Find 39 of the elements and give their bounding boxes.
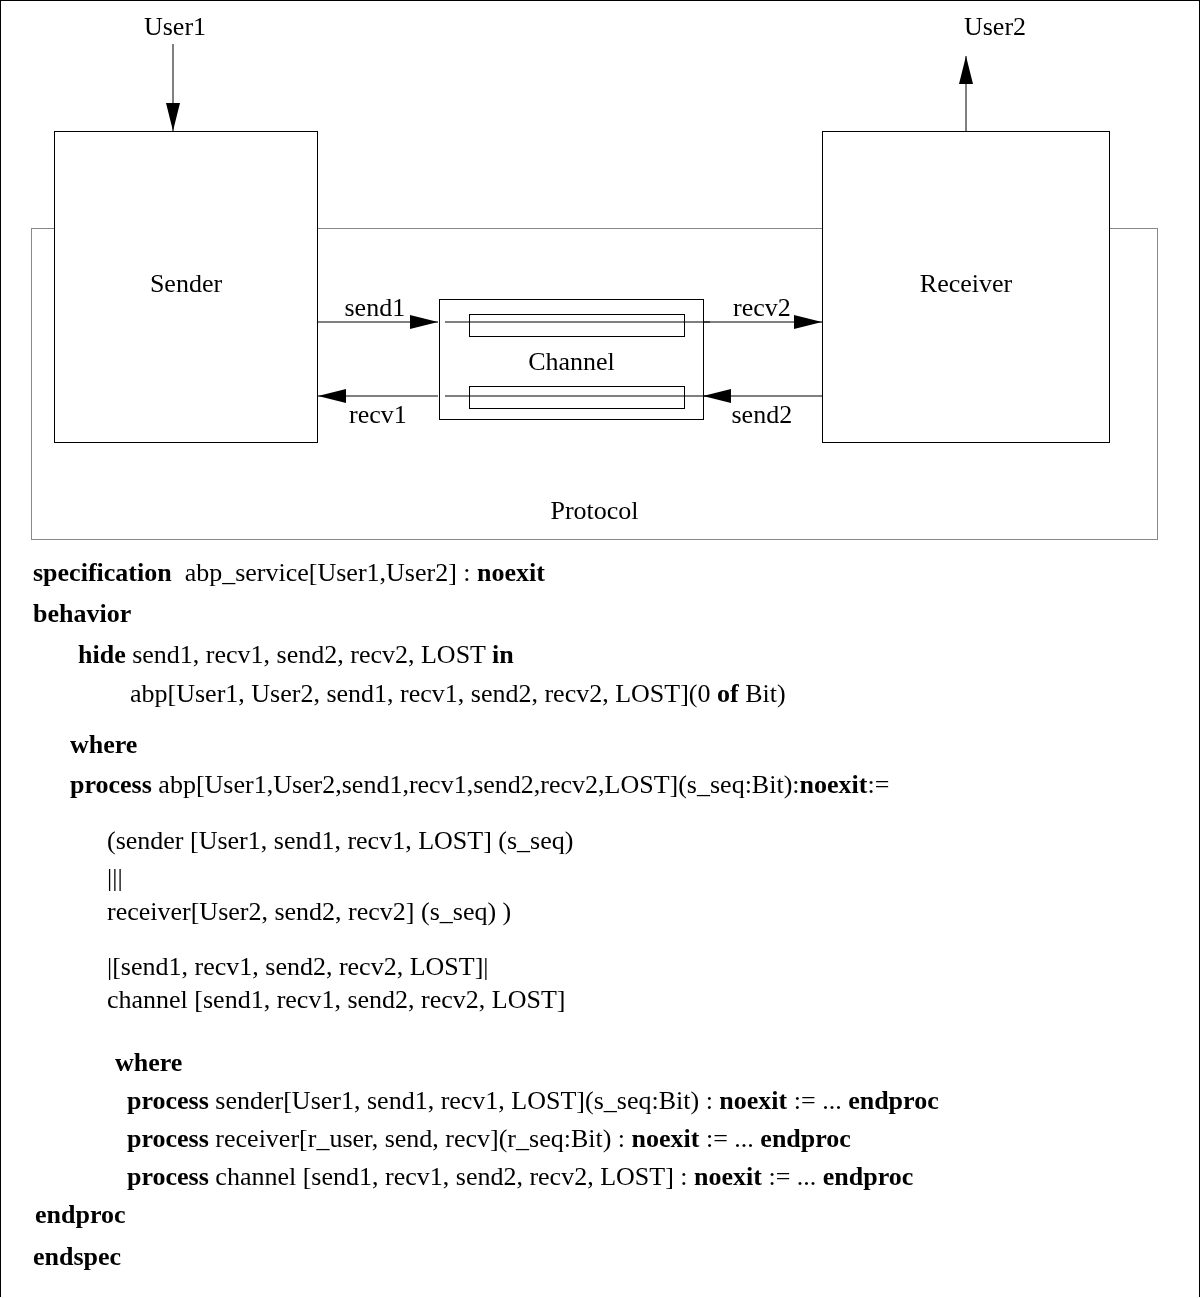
protocol-box [31,228,1158,540]
channel-box [439,299,704,420]
code-line: behavior [33,599,132,629]
code-line: ||| [107,863,123,893]
code-line: process receiver[r_user, send, recv](r_seq:Bit) : noexit := ... endproc [127,1124,851,1154]
code-line: receiver[User2, send2, recv2] (s_seq) ) [107,897,512,927]
arrow [959,55,973,132]
code-line: where [115,1048,183,1078]
arrow [317,315,439,329]
arrow [166,43,180,132]
code-line: process channel [send1, recv1, send2, recv2, LOST] : noexit := ... endproc [127,1162,914,1192]
node-label: Protocol [549,496,640,526]
node-label: Receiver [918,269,1014,299]
arrow [702,389,823,403]
code-line: abp[User1, User2, send1, recv1, send2, recv2, LOST](0 of Bit) [130,679,786,709]
node-label: User2 [962,12,1028,42]
code-line: channel [send1, recv1, send2, recv2, LOST] [107,985,566,1015]
sender-box [54,131,318,443]
edge-label: recv2 [733,293,791,323]
arrow [702,315,823,329]
edge-label: recv1 [349,400,407,430]
node-label: Channel [527,347,616,377]
arrow [317,389,439,403]
receiver-box [822,131,1110,443]
code-line: (sender [User1, send1, recv1, LOST] (s_seq) [107,826,574,856]
code-line: |[send1, recv1, send2, recv2, LOST]| [107,952,489,982]
node-label: User1 [142,12,208,42]
code-line: endproc [35,1200,126,1230]
buffer-box [469,386,685,409]
code-line: specification abp_service[User1,User2] : noexit [33,558,545,588]
code-line: hide send1, recv1, send2, recv2, LOST in [78,640,514,670]
edge-label: send2 [731,400,793,430]
code-line: process abp[User1,User2,send1,recv1,send2,recv2,LOST](s_seq:Bit):noexit:= [70,770,890,800]
code-line: endspec [33,1242,122,1272]
code-line: where [70,730,138,760]
code-line: process sender[User1, send1, recv1, LOST](s_seq:Bit) : noexit := ... endproc [127,1086,939,1116]
edge-label: send1 [344,293,406,323]
buffer-box [469,314,685,337]
node-label: Sender [148,269,224,299]
